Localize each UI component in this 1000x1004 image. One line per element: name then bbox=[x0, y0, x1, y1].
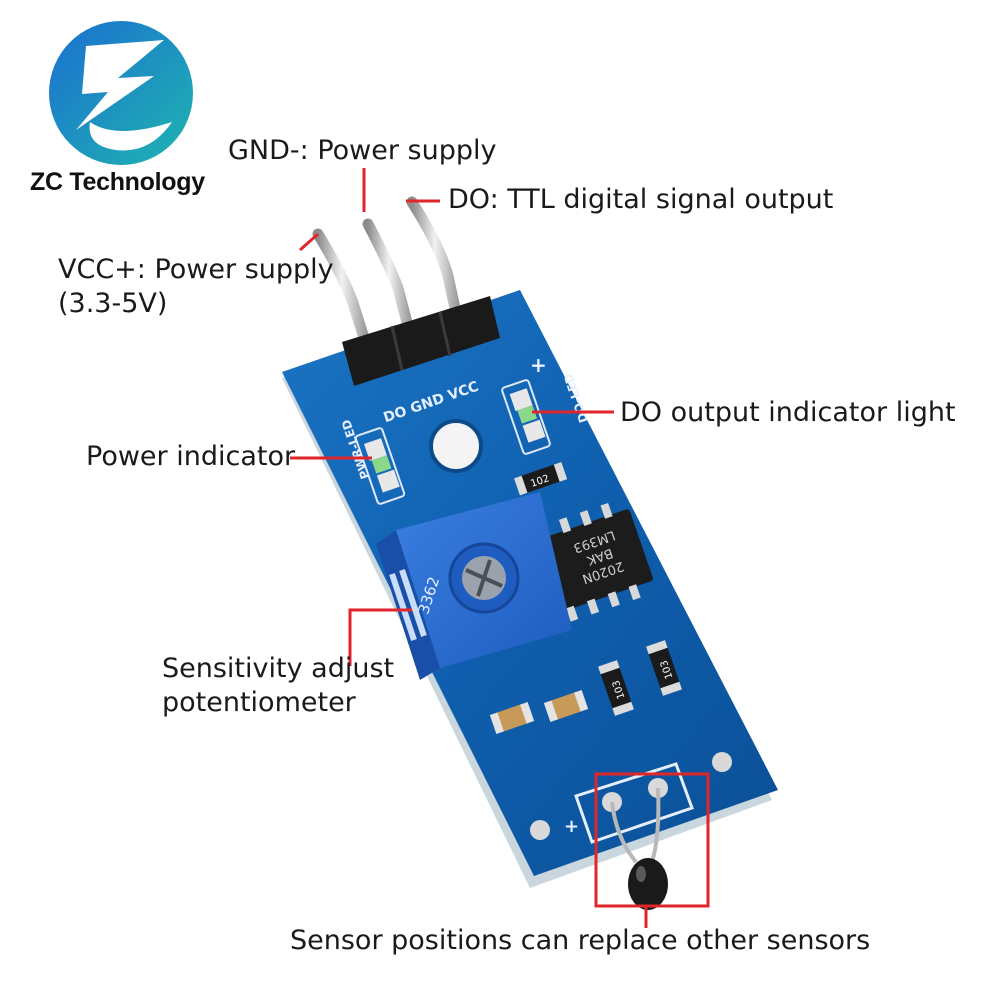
pin-header-housing bbox=[342, 296, 500, 386]
mounting-pad bbox=[712, 752, 732, 772]
sensor-label: Sensor positions can replace other senso… bbox=[290, 925, 871, 956]
do-label: DO: TTL digital signal output bbox=[448, 184, 834, 215]
vcc-callout-line bbox=[299, 232, 319, 252]
gnd-pin bbox=[362, 218, 416, 340]
header-pins bbox=[312, 196, 500, 386]
callout-lines bbox=[290, 168, 710, 928]
do-led-label: DO output indicator light bbox=[620, 397, 956, 428]
power-led bbox=[354, 427, 406, 505]
lm393-chip: 2020N BAK LM393 bbox=[538, 502, 653, 622]
gnd-label: GND-: Power supply bbox=[228, 135, 497, 166]
thermistor-bead bbox=[628, 858, 668, 910]
potentiometer-label: Sensitivity adjust bbox=[162, 653, 395, 684]
mounting-pad bbox=[530, 820, 550, 840]
sensor-callout-box bbox=[594, 772, 710, 908]
thermistor bbox=[610, 787, 668, 910]
vcc-label: VCC+: Power supply bbox=[58, 254, 334, 285]
resistor-103-b: 103 bbox=[646, 640, 682, 696]
potentiometer-label-line2: potentiometer bbox=[162, 687, 356, 718]
zc-logo-icon bbox=[49, 21, 193, 165]
silkscreen-plus: + bbox=[530, 353, 547, 377]
power-indicator-label: Power indicator bbox=[86, 441, 296, 472]
resistor-103-a: 103 bbox=[598, 660, 634, 716]
brand-name: ZC Technology bbox=[30, 168, 205, 196]
smd-capacitor-2 bbox=[543, 690, 589, 722]
do-pin bbox=[406, 196, 464, 328]
resistor-102: 102 bbox=[514, 462, 568, 496]
vcc-pin bbox=[312, 228, 372, 350]
potentiometer-callout-line bbox=[348, 608, 412, 666]
do-led bbox=[501, 379, 551, 455]
vcc-voltage-label: (3.3-5V) bbox=[58, 288, 168, 319]
potentiometer: 3362 bbox=[376, 492, 572, 680]
mounting-hole bbox=[429, 419, 483, 473]
smd-capacitor-1 bbox=[489, 702, 535, 734]
svg-text:+: + bbox=[564, 816, 579, 837]
